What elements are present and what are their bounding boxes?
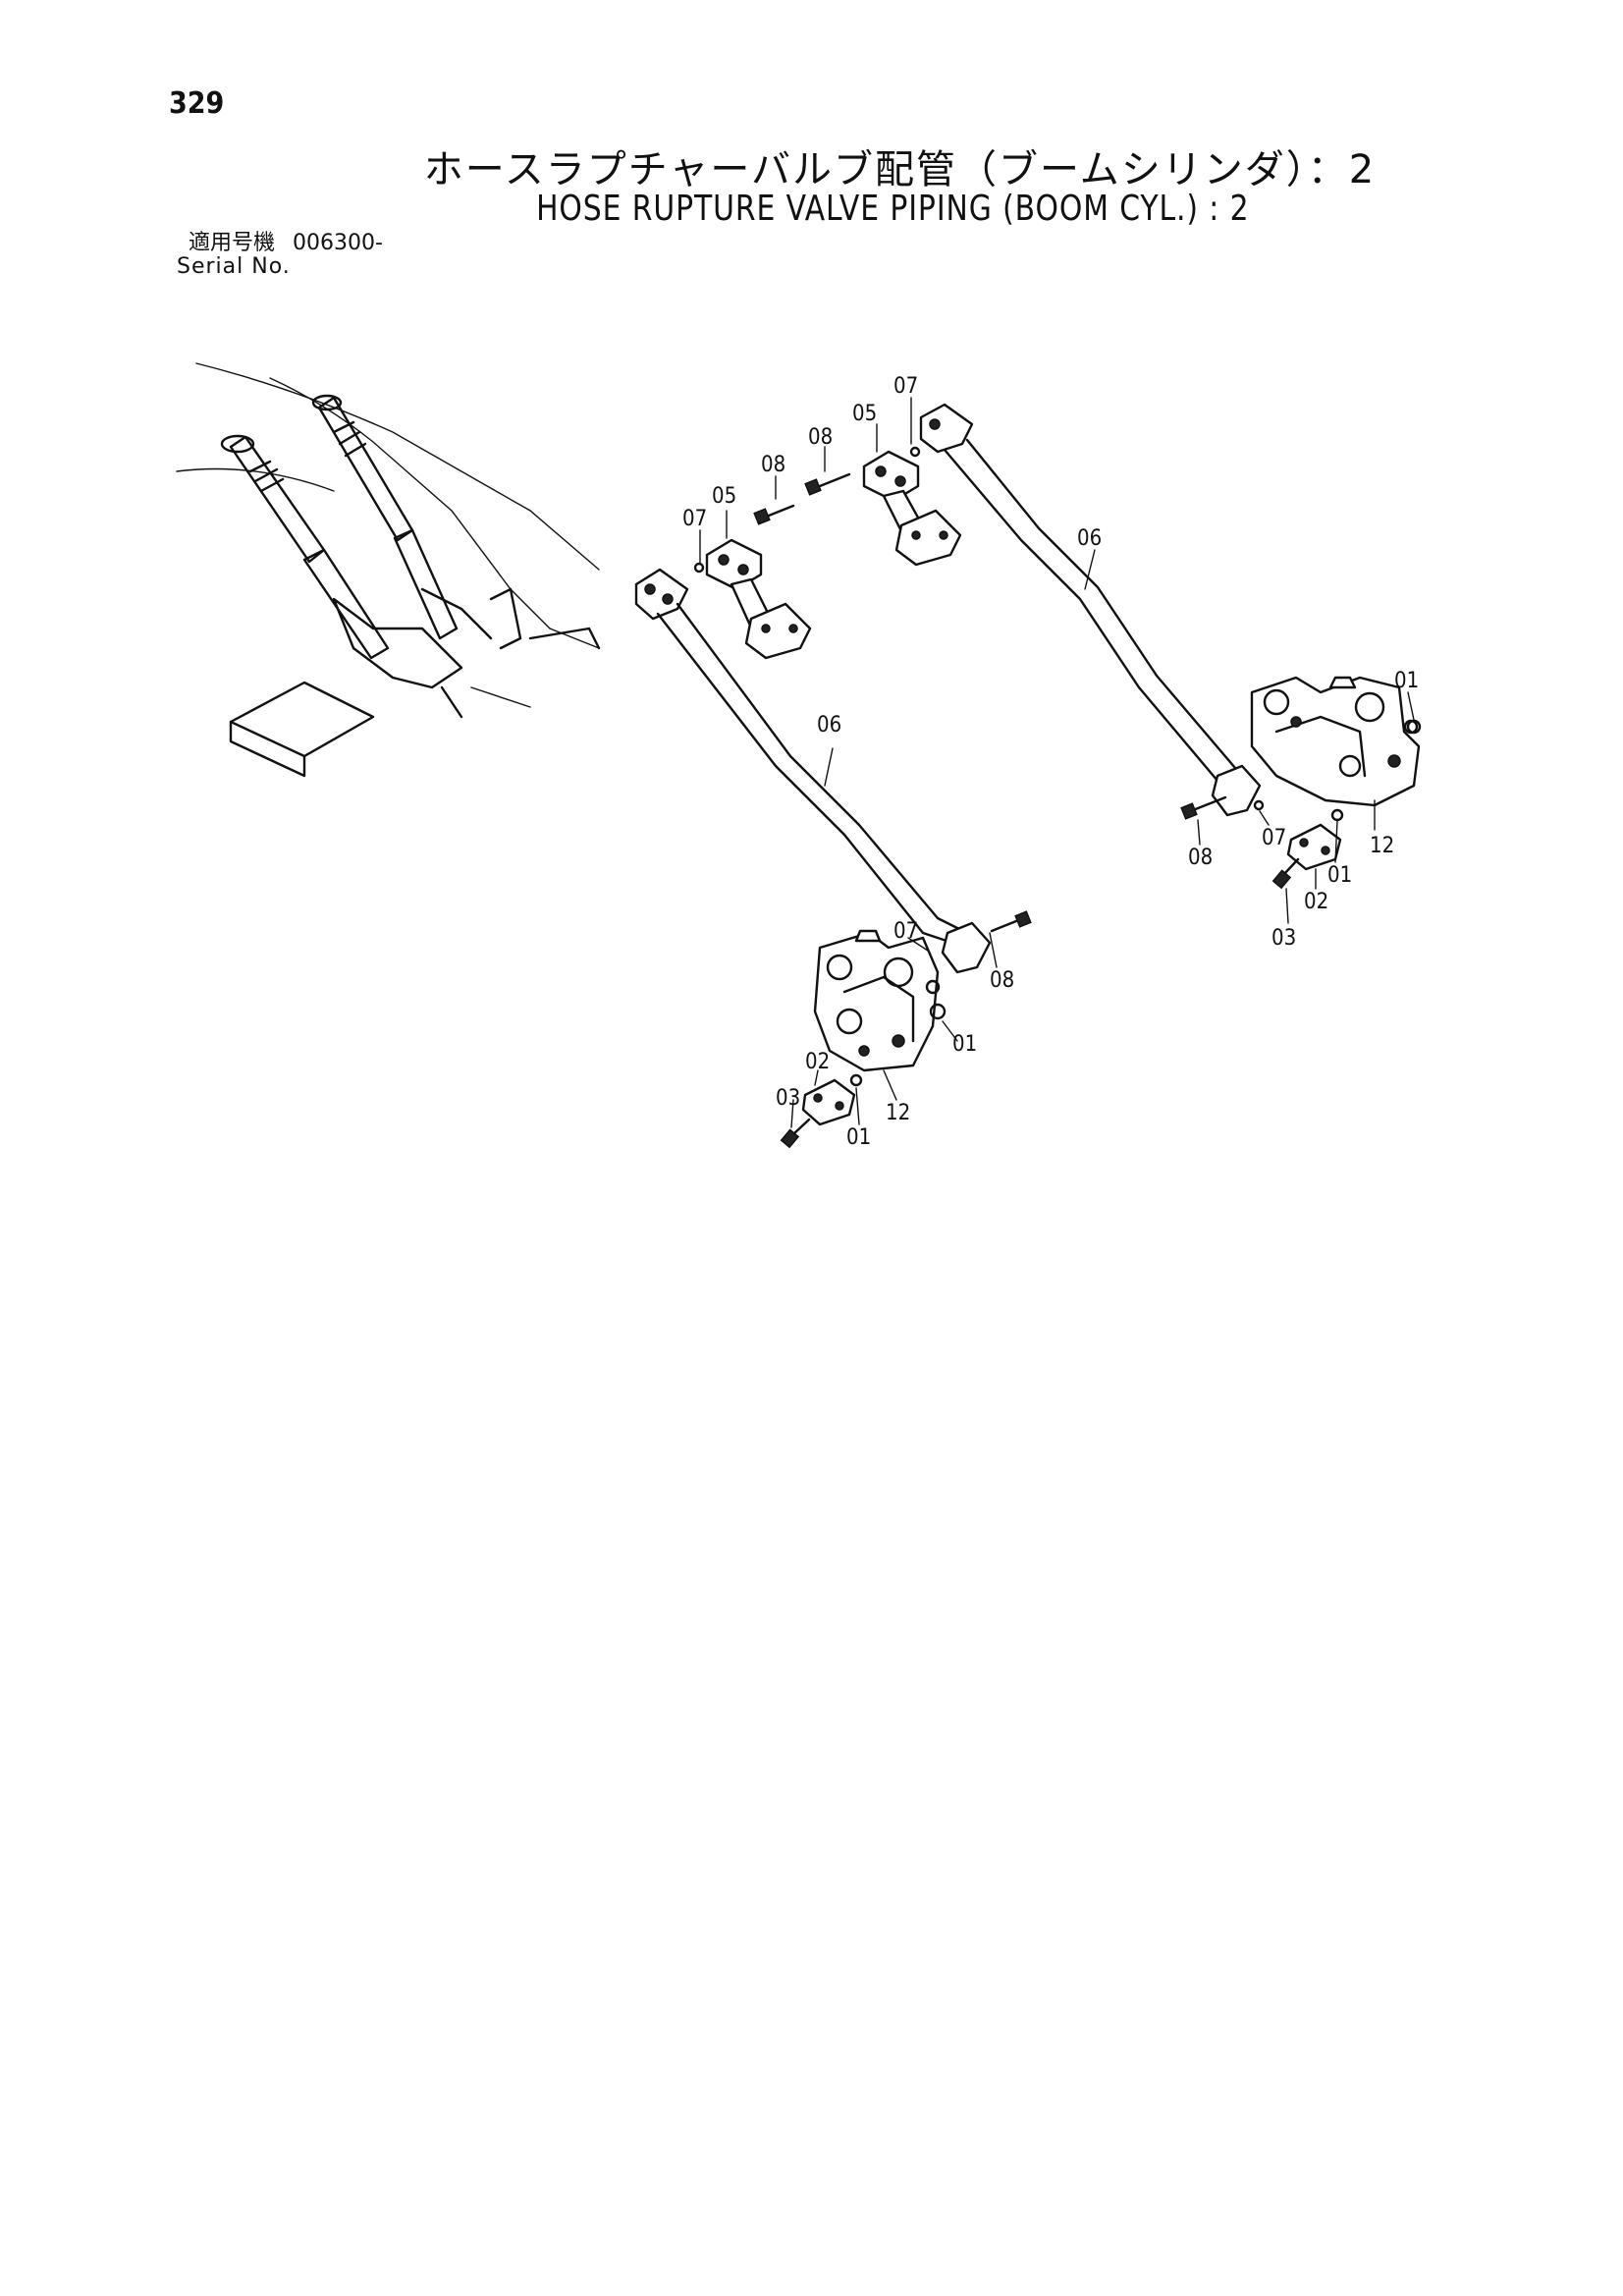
bolt-08-left (753, 504, 795, 525)
callout-01-lower-upper: 01 (952, 1032, 977, 1057)
callout-01-right-lower: 01 (1327, 863, 1352, 888)
callout-03-lower: 03 (776, 1086, 800, 1111)
bolt-03-right (1271, 857, 1300, 890)
callout-07-upper-left: 07 (682, 507, 707, 531)
callout-01-right-upper: 01 (1394, 669, 1419, 693)
block-05-left (705, 538, 812, 660)
leader-lines (699, 397, 1415, 1128)
serial-label-japanese: 適用号機 (189, 231, 276, 255)
pipe-06-front (634, 568, 992, 974)
callout-08-upper-left: 08 (761, 453, 785, 477)
serial-label-english: Serial No. (177, 254, 291, 279)
o-ring-01-lower-lower (849, 1073, 863, 1087)
callout-05-upper-right: 05 (852, 402, 877, 426)
callout-08-lower: 08 (990, 968, 1014, 993)
page-number: 329 (169, 86, 225, 121)
callout-03-right: 03 (1271, 926, 1296, 951)
callout-05-upper-left: 05 (712, 484, 736, 509)
o-ring-01-right-upper (1406, 719, 1422, 735)
o-ring-07-mid-right (1253, 799, 1265, 811)
flange-02-lower (801, 1078, 856, 1126)
o-ring-01-lower-upper (929, 1003, 947, 1020)
callout-02-lower: 02 (805, 1050, 830, 1074)
callout-12-right: 12 (1370, 834, 1394, 858)
callout-12-lower: 12 (886, 1101, 910, 1125)
callout-02-right: 02 (1304, 890, 1328, 914)
serial-info: 適用号機 006300- Serial No. (177, 232, 383, 279)
o-ring-01-right-lower (1330, 808, 1344, 822)
boom-overview-inset (176, 362, 601, 778)
callout-07-lower: 07 (893, 919, 918, 944)
page-title-japanese: ホースラプチャーバルブ配管（ブームシリンダ）：2 (423, 147, 1377, 192)
bolt-08-lower (990, 910, 1032, 933)
page-title-english: HOSE RUPTURE VALVE PIPING (BOOM CYL.) : … (536, 189, 1250, 229)
callout-07-mid-right: 07 (1262, 826, 1286, 850)
block-05-right (862, 450, 962, 567)
callout-07-upper-right: 07 (893, 374, 918, 399)
bolt-08-mid-right (1180, 795, 1227, 820)
bolt-03-lower (780, 1118, 811, 1149)
o-ring-07-left (693, 562, 705, 574)
callout-08-upper-right: 08 (808, 425, 833, 450)
o-ring-07-right (909, 446, 921, 458)
serial-value: 006300- (293, 231, 383, 255)
valve-12-right (1250, 676, 1421, 807)
callout-06-front: 06 (817, 713, 841, 738)
callout-labels: 07 05 08 08 05 07 06 06 01 07 08 12 01 0… (682, 374, 1419, 1150)
pipe-06-rear (919, 403, 1262, 817)
valve-12-lower (813, 929, 941, 1072)
callout-08-mid-right: 08 (1188, 846, 1213, 870)
callout-01-lower-lower: 01 (846, 1125, 871, 1150)
callout-06-rear: 06 (1077, 526, 1102, 551)
bolt-08-right (804, 472, 851, 496)
